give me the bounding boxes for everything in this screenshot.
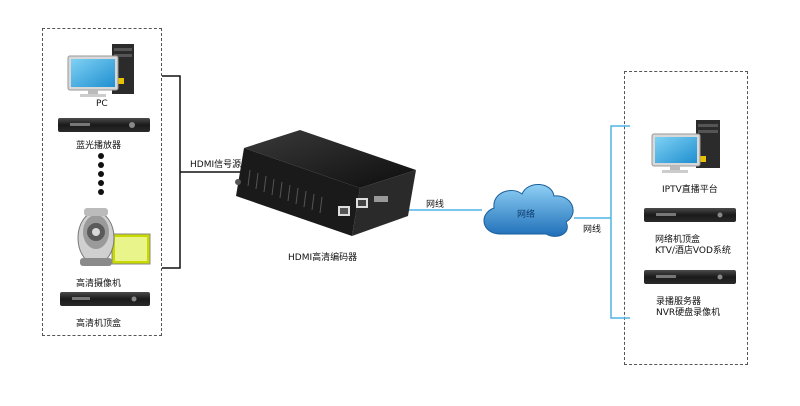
hdmi-encoder-device: [235, 130, 416, 236]
right-destination-group: [624, 71, 748, 365]
nvr-label-1: 录播服务器: [656, 297, 702, 307]
left-link-label: 网线: [426, 200, 445, 210]
right-link-label: 网线: [583, 225, 602, 235]
hd-set-top-box-icon: [60, 292, 150, 306]
camcorder-icon: [77, 208, 151, 266]
camcorder-label: 高清摄像机: [76, 279, 122, 289]
pc-label: PC: [96, 99, 108, 109]
network-cable-right: [574, 125, 630, 319]
bluray-player-icon: [58, 118, 150, 132]
nvr-recorder-icon: [644, 270, 736, 284]
network-cloud: [483, 184, 574, 237]
network-stb-label-2: KTV/酒店VOD系统: [655, 246, 731, 256]
cloud-label: 网络: [517, 210, 536, 220]
network-stb-label-1: 网络机顶盒: [655, 235, 701, 245]
hdmi-source-label: HDMI信号源: [190, 160, 242, 170]
left-bracket-cable: [162, 75, 248, 269]
left-source-group: [42, 28, 162, 336]
encoder-label: HDMI高清编码器: [288, 253, 358, 263]
pc-icon: [67, 44, 134, 97]
hd-stb-label: 高清机顶盒: [76, 319, 122, 329]
nvr-label-2: NVR硬盘录像机: [656, 308, 721, 318]
more-devices-dots: [98, 153, 104, 195]
bluray-label: 蓝光播放器: [76, 141, 122, 151]
iptv-label: IPTV直播平台: [662, 185, 718, 195]
network-set-top-box-icon: [644, 208, 736, 222]
iptv-server-icon: [651, 120, 720, 173]
